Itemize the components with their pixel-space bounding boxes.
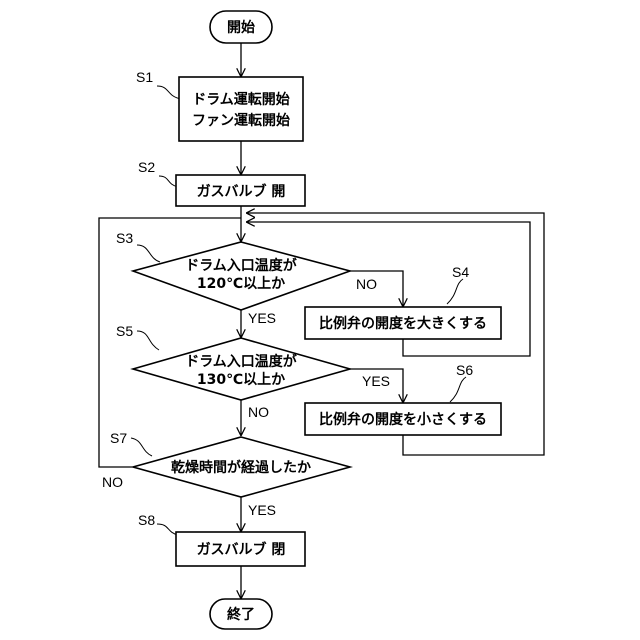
start-text: 開始 [227, 19, 255, 36]
end-text: 終了 [227, 606, 255, 623]
s8-text: ガスバルブ 閉 [197, 541, 286, 558]
s7-label: S7 [110, 430, 127, 446]
s3-no-label: NO [356, 276, 377, 292]
s4-label: S4 [452, 264, 469, 280]
s4-text: 比例弁の開度を大きくする [319, 315, 487, 332]
s5-text-line2: 130℃以上か [197, 372, 285, 388]
s5-text-line1: ドラム入口温度が [185, 353, 298, 370]
s1-text-line2: ファン運転開始 [192, 112, 290, 129]
s7-yes-label: YES [248, 502, 276, 518]
s5-yes-label: YES [362, 373, 390, 389]
s1-label: S1 [136, 69, 153, 85]
s1-process-box [179, 77, 303, 141]
s1-text-line1: ドラム運転開始 [192, 91, 290, 108]
s3-label: S3 [116, 230, 133, 246]
s2-label: S2 [138, 159, 155, 175]
s3-yes-label: YES [248, 310, 276, 326]
s6-label: S6 [456, 362, 473, 378]
s7-no-label: NO [102, 474, 123, 490]
s5-label: S5 [116, 323, 133, 339]
s7-text: 乾燥時間が経過したか [171, 459, 311, 476]
s6-text: 比例弁の開度を小さくする [319, 411, 487, 428]
s5-no-label: NO [248, 404, 269, 420]
s3-text-line1: ドラム入口温度が [185, 257, 298, 274]
s3-text-line2: 120℃以上か [197, 276, 285, 292]
s2-text: ガスバルブ 開 [197, 183, 286, 200]
s8-label: S8 [138, 512, 155, 528]
